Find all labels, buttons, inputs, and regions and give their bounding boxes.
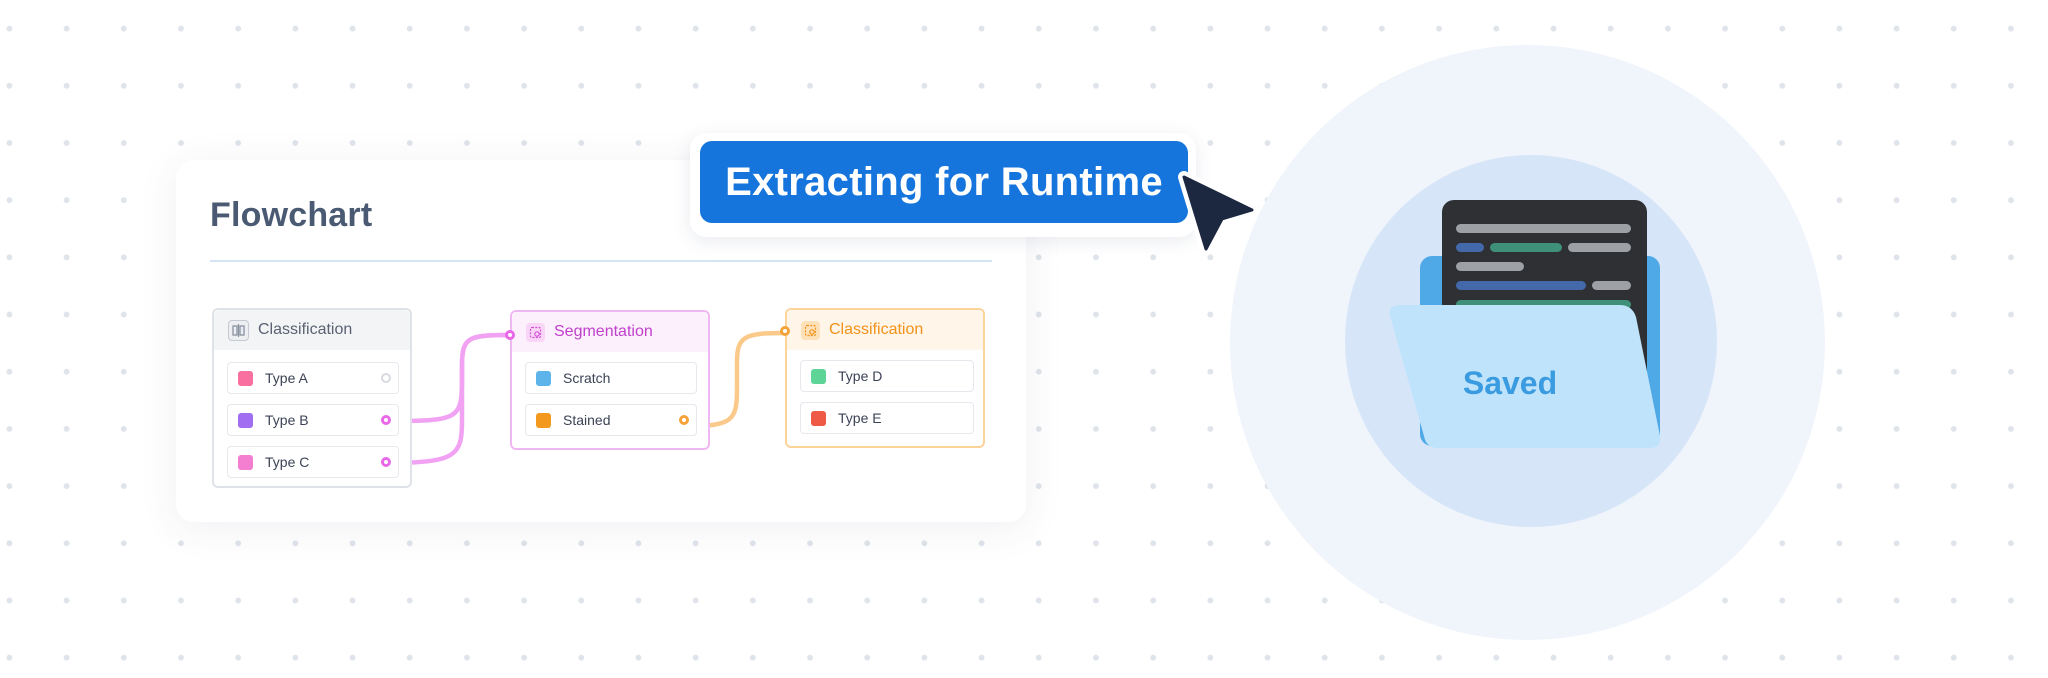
folder-icon: [1340, 190, 1680, 490]
type-c-swatch: [238, 455, 253, 470]
scratch-swatch: [536, 371, 551, 386]
node-title: Classification: [829, 321, 923, 339]
row-label: Stained: [563, 412, 610, 428]
row-label: Type D: [838, 368, 882, 384]
saved-label: Saved: [1400, 365, 1620, 402]
stained-row[interactable]: Stained: [525, 404, 697, 436]
type-b-row[interactable]: Type B: [227, 404, 399, 436]
node-title: Segmentation: [554, 323, 653, 341]
type-c-row[interactable]: Type C: [227, 446, 399, 478]
scratch-row[interactable]: Scratch: [525, 362, 697, 394]
classification-node-c[interactable]: Classification Type D Type E: [785, 308, 985, 448]
classification-icon: [801, 321, 820, 340]
type-d-row[interactable]: Type D: [800, 360, 974, 392]
type-a-row[interactable]: Type A: [227, 362, 399, 394]
row-label: Scratch: [563, 370, 610, 386]
input-port[interactable]: [780, 326, 790, 336]
type-a-swatch: [238, 371, 253, 386]
output-port[interactable]: [381, 373, 391, 383]
extracting-tooltip: Extracting for Runtime: [700, 141, 1188, 223]
row-label: Type E: [838, 410, 882, 426]
node-header: Classification: [214, 310, 410, 350]
node-header: Classification: [787, 310, 983, 350]
output-port[interactable]: [381, 415, 391, 425]
output-port[interactable]: [381, 457, 391, 467]
type-e-swatch: [811, 411, 826, 426]
segmentation-node[interactable]: Segmentation Scratch Stained: [510, 310, 710, 450]
node-header: Segmentation: [512, 312, 708, 352]
row-label: Type C: [265, 454, 309, 470]
row-label: Type B: [265, 412, 309, 428]
type-e-row[interactable]: Type E: [800, 402, 974, 434]
stained-swatch: [536, 413, 551, 428]
type-d-swatch: [811, 369, 826, 384]
classification-node-a[interactable]: Classification Type A Type B Type C: [212, 308, 412, 488]
split-icon: [228, 320, 249, 341]
segmentation-icon: [526, 323, 545, 342]
row-label: Type A: [265, 370, 308, 386]
input-port[interactable]: [505, 330, 515, 340]
output-port[interactable]: [679, 415, 689, 425]
type-b-swatch: [238, 413, 253, 428]
node-title: Classification: [258, 321, 352, 339]
